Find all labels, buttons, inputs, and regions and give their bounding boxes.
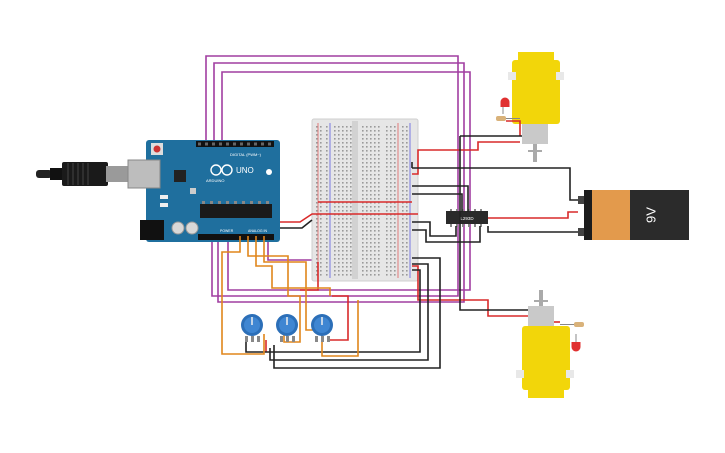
potentiometer-2-icon[interactable] [276,314,298,342]
breadboard[interactable] [311,118,419,282]
l293d-label: L293D [460,216,474,221]
arduino-model-label: UNO [236,166,254,175]
dc-motor-top-icon[interactable] [508,52,564,162]
arduino-brand-label: ARDUINO [206,178,224,183]
led-top-icon[interactable] [500,97,510,115]
battery-label: 9V [643,207,658,223]
resistor-bottom-icon[interactable] [560,322,584,327]
battery-icon[interactable]: 9V [578,190,689,240]
l293d-driver-chip[interactable]: L293D [446,209,488,227]
purple-wires [205,55,471,303]
arduino-logo-icon [210,164,233,176]
led-bottom-icon[interactable] [571,334,581,352]
arduino-analog-header-label: ANALOG IN [248,229,268,233]
arduino-digital-header-label: DIGITAL (PWM~) [230,152,262,157]
arduino-power-header-label: POWER [220,229,234,233]
black-wires [245,135,578,369]
potentiometer-3-icon[interactable] [311,314,333,342]
arduino-uno-board[interactable]: ARDUINO UNO DIGITAL (PWM~) POWER ANALOG … [36,140,280,242]
resistor-top-icon[interactable] [496,116,520,121]
potentiometer-1-icon[interactable] [241,314,263,342]
usb-cable-icon [36,162,130,186]
dc-motor-bottom-icon[interactable] [516,290,574,398]
